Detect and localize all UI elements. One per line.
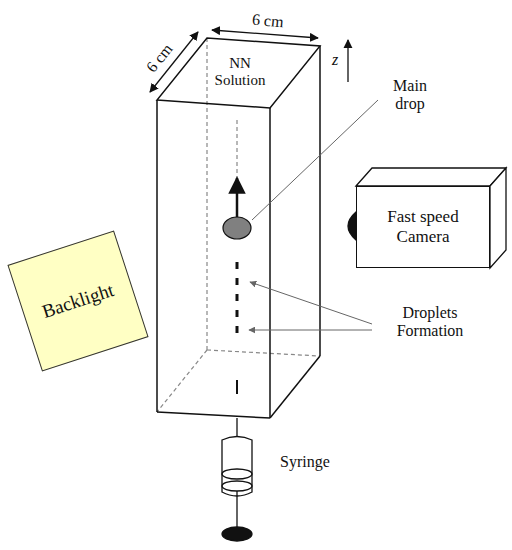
camera-body <box>348 168 506 268</box>
tank-hidden-edges <box>157 38 320 412</box>
droplet <box>236 278 239 285</box>
backlight-panel: Backlight <box>7 230 148 371</box>
rise-arrow <box>236 178 239 218</box>
droplet <box>236 262 239 269</box>
part-label: Main drop <box>380 77 440 114</box>
node-text: Fast speed Camera <box>363 207 483 246</box>
droplet <box>236 326 239 333</box>
z-axis-arrow <box>347 40 348 82</box>
part-label: Syringe <box>280 453 330 471</box>
camera-box: Fast speed Camera <box>356 186 490 268</box>
axis-label: z <box>332 51 338 69</box>
main-drop <box>223 217 251 239</box>
syringe <box>222 418 252 541</box>
droplet <box>236 310 239 317</box>
liquid-label: NN Solution <box>205 55 275 90</box>
droplet-trail <box>236 262 239 333</box>
node-text: Backlight <box>39 279 116 323</box>
dimension-label: 6 cm <box>251 11 284 32</box>
tank-outline <box>157 38 320 418</box>
droplet <box>236 294 239 301</box>
dimension-label: 6 cm <box>143 40 177 76</box>
nozzle-drop <box>236 380 238 394</box>
dimension-arrow <box>212 30 318 38</box>
part-label: Droplets Formation <box>390 304 470 341</box>
